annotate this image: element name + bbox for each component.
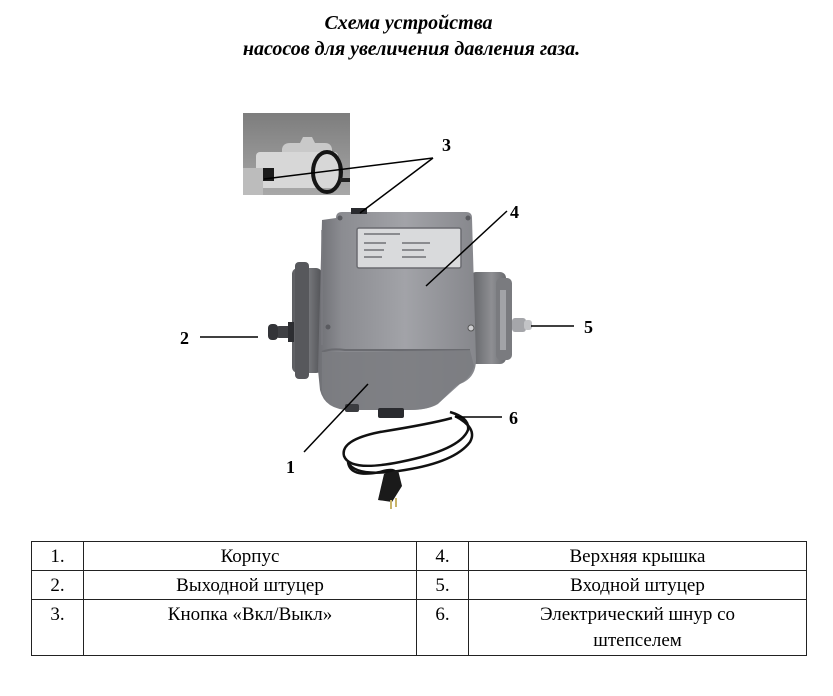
part-number: 1. [31,541,84,571]
part-name: Выходной штуцер [83,570,417,600]
part-name: Корпус [83,541,417,571]
part-name: Электрический шнур со штепселем [468,599,807,656]
part-name: Входной штуцер [468,570,807,600]
inset-photo-button-detail [243,113,350,195]
part-number: 2. [31,570,84,600]
inlet-flange [470,272,532,364]
table-row: 2. Выходной штуцер 5. Входной штуцер [31,570,807,600]
callout-2: 2 [180,328,189,348]
part-name: Верхняя крышка [468,541,807,571]
outlet-flange [268,262,322,379]
table-row: 3. Кнопка «Вкл/Выкл» 6. Электрический шн… [31,599,807,656]
callout-5: 5 [584,317,593,337]
part-number: 5. [416,570,469,600]
power-plug [378,470,402,509]
diagram-title-line-1: Схема устройства [324,12,493,34]
callout-4: 4 [510,202,519,222]
diagram-title-line-2: насосов для увеличения давления газа. [242,38,581,60]
table-row: 1. Корпус 4. Верхняя крышка [31,541,807,571]
callout-3: 3 [442,135,451,155]
part-number: 6. [416,599,469,656]
parts-legend-table: 1. Корпус 4. Верхняя крышка 2. Выходной … [31,541,807,656]
callout-1: 1 [286,457,295,477]
pump-illustration [200,113,574,509]
leader-lines [200,157,574,453]
part-number: 3. [31,599,84,656]
callout-6: 6 [509,408,518,428]
pump-body [318,208,476,418]
part-name: Кнопка «Вкл/Выкл» [83,599,417,656]
power-cord [342,410,474,479]
part-number: 4. [416,541,469,571]
